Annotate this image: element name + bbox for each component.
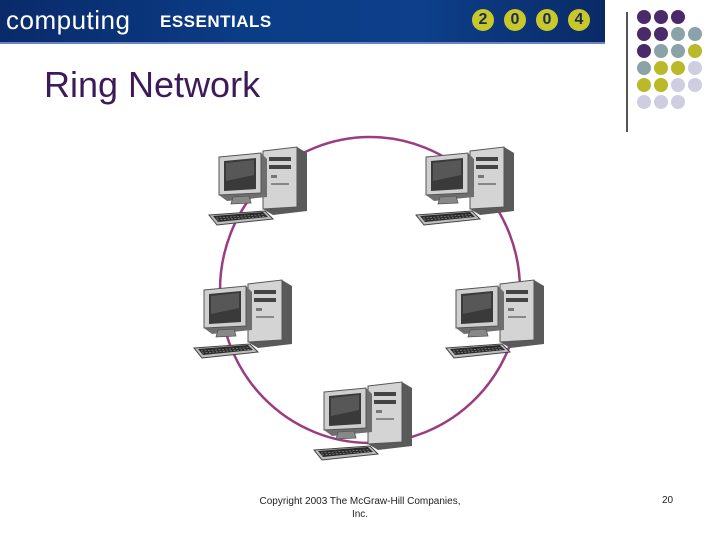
dot: [654, 78, 668, 92]
dot: [654, 44, 668, 58]
dot: [637, 78, 651, 92]
desktop-computer-icon: [445, 279, 544, 359]
dot: [654, 61, 668, 75]
copyright-line-2: Inc.: [351, 509, 369, 520]
dot: [688, 78, 702, 92]
brand-subtitle: ESSENTIALS: [160, 12, 272, 31]
dot: [671, 44, 685, 58]
copyright-line-1: Copyright 2003 The McGraw-Hill Companies…: [259, 496, 461, 507]
page-number: 20: [662, 495, 674, 506]
dot: [637, 27, 651, 41]
header-banner: computing ESSENTIALS 2 0 0 4: [0, 0, 605, 44]
decorative-divider: [626, 12, 628, 132]
dot: [671, 95, 685, 109]
dot: [688, 44, 702, 58]
brand-title: computing: [6, 5, 131, 35]
computer-node-top-left: [205, 145, 315, 235]
dot: [671, 27, 685, 41]
desktop-computer-icon: [208, 146, 307, 226]
dot: [654, 27, 668, 41]
dot: [654, 95, 668, 109]
dot: [688, 27, 702, 41]
dot: [671, 61, 685, 75]
dot: [671, 78, 685, 92]
dot: [654, 10, 668, 24]
year-digit-3: 0: [536, 9, 558, 31]
dot: [637, 95, 651, 109]
year-digit-4: 4: [568, 9, 590, 31]
computer-node-bottom: [310, 380, 420, 470]
dot: [688, 61, 702, 75]
year-digit-2: 0: [504, 9, 526, 31]
desktop-computer-icon: [193, 279, 292, 359]
dot: [637, 10, 651, 24]
copyright-notice: Copyright 2003 The McGraw-Hill Companies…: [250, 495, 470, 521]
slide-title: Ring Network: [44, 64, 261, 105]
dot: [671, 10, 685, 24]
dot: [637, 61, 651, 75]
desktop-computer-icon: [313, 381, 412, 461]
computer-node-middle-right: [442, 278, 552, 368]
computer-node-middle-left: [190, 278, 300, 368]
dot: [637, 44, 651, 58]
desktop-computer-icon: [415, 146, 514, 226]
year-digit-1: 2: [472, 9, 494, 31]
computer-node-top-right: [412, 145, 522, 235]
